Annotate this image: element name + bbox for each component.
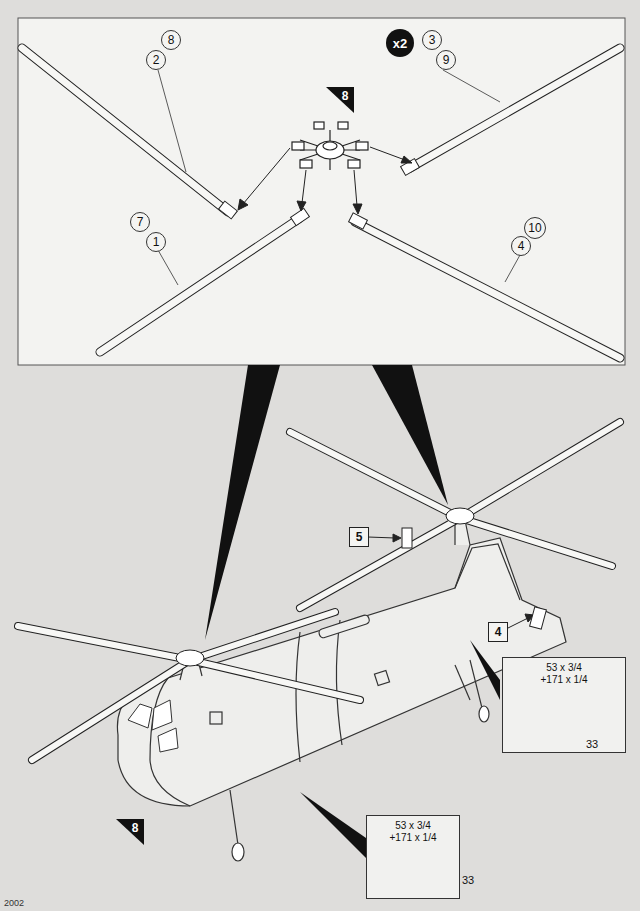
flag-shape [116,819,144,845]
paint-mix: 53 x 3/4 [395,820,431,832]
step-flag: 8 [326,87,354,113]
callout-number: 8 [161,30,181,50]
part-number: x2 [393,36,407,51]
part-number: 7 [137,215,144,229]
part-number: 4 [518,239,525,253]
part-number: 3 [429,33,436,47]
callout-number: 7 [130,212,150,232]
part-number: 8 [342,89,349,103]
callout-number: 4 [511,236,531,256]
part-number: 8 [132,821,139,835]
callout-number: 1 [146,232,166,252]
quantity-badge: x2 [386,29,414,57]
paint-mix: +171 x 1/4 [390,832,437,844]
paint-mix-inset: 53 x 3/4+171 x 1/4 [502,657,626,753]
paint-mix: +171 x 1/4 [541,674,588,686]
callout-number: 33 [586,738,598,750]
flag-shape [326,87,354,113]
step-flag: 8 [116,819,144,845]
callout-number: 33 [462,874,474,886]
callout-number: 9 [436,50,456,70]
part-number-box: 4 [488,622,508,642]
part-number: 2 [153,53,160,67]
part-number: 1 [153,235,160,249]
part-number: 10 [528,221,541,235]
part-number: 4 [495,625,502,639]
callout-number: 2 [146,50,166,70]
part-number: 5 [356,530,363,544]
callout-number: 3 [422,30,442,50]
paint-mix-inset: 53 x 3/4+171 x 1/4 [366,815,460,899]
part-number: 9 [443,53,450,67]
paint-mix: 53 x 3/4 [546,662,582,674]
print-code: 2002 [4,898,24,908]
part-number-box: 5 [349,527,369,547]
callout-number: 10 [524,217,546,239]
part-number: 8 [168,33,175,47]
